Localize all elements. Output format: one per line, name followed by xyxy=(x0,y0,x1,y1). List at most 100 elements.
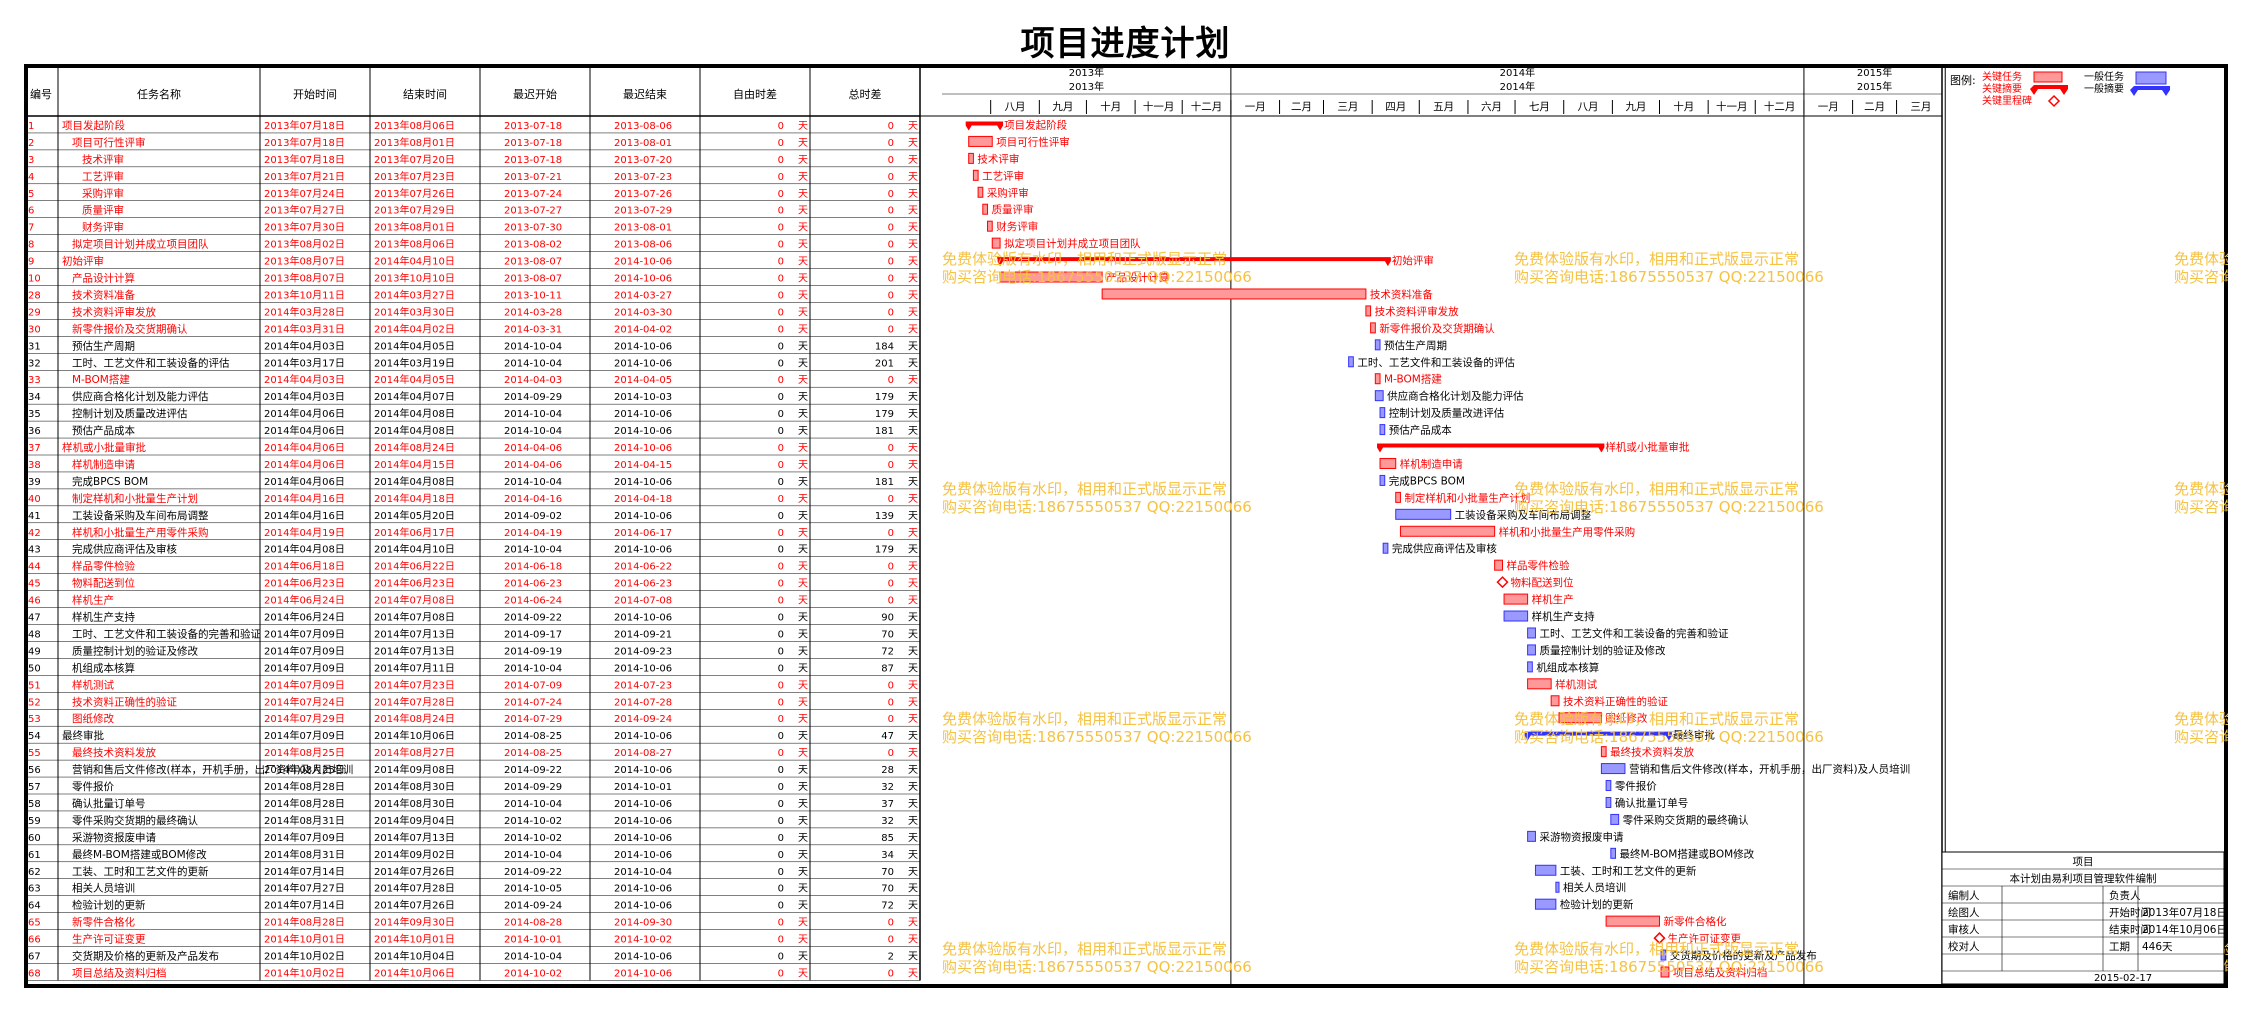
task-start: 2014年07月27日 xyxy=(264,882,345,895)
watermark-line: 免费体验版有水印，相用和正式版显示正常 xyxy=(942,710,1227,728)
task-id: 48 xyxy=(28,629,41,640)
task-free-float: 0 xyxy=(778,765,784,776)
year-label: 2013年 xyxy=(1069,80,1104,93)
task-end: 2014年07月28日 xyxy=(374,882,455,895)
float-unit: 天 xyxy=(798,714,808,725)
task-name: 检验计划的更新 xyxy=(72,899,146,912)
task-end: 2014年04月02日 xyxy=(374,322,455,335)
task-total-float: 0 xyxy=(888,172,894,183)
task-end: 2014年08月24日 xyxy=(374,441,455,454)
task-free-float: 0 xyxy=(778,545,784,556)
task-late-end: 2014-10-06 xyxy=(614,511,672,522)
task-late-end: 2014-10-06 xyxy=(614,884,672,895)
task-late-start: 2014-10-04 xyxy=(504,663,562,674)
task-total-float: 0 xyxy=(888,918,894,929)
task-start: 2013年08月07日 xyxy=(264,272,345,285)
task-late-end: 2014-10-06 xyxy=(614,799,672,810)
float-unit: 天 xyxy=(908,697,918,708)
gantt-sheet: 编号任务名称开始时间结束时间最迟开始最迟结束自由时差总时差2013年2013年2… xyxy=(24,64,2228,988)
bar-label: 工艺评审 xyxy=(982,169,1024,182)
float-unit: 天 xyxy=(908,968,918,979)
task-end: 2014年06月23日 xyxy=(374,577,455,590)
float-unit: 天 xyxy=(798,494,808,505)
task-id: 59 xyxy=(28,816,41,827)
task-bar xyxy=(1527,678,1552,690)
task-name: 质量评审 xyxy=(82,204,124,217)
task-bar xyxy=(972,169,979,181)
bar-label: 拟定项目计划并成立项目团队 xyxy=(1004,237,1141,250)
task-end: 2013年07月29日 xyxy=(374,204,455,217)
task-start: 2014年07月09日 xyxy=(264,729,345,742)
float-unit: 天 xyxy=(908,257,918,268)
month-label: 十二月 xyxy=(1764,100,1796,113)
task-id: 34 xyxy=(28,392,41,403)
task-name: 确认批量订单号 xyxy=(72,797,146,810)
task-start: 2014年04月06日 xyxy=(264,475,345,488)
task-name: 样机或小批量审批 xyxy=(62,441,146,454)
info-label: 负责人 xyxy=(2109,889,2141,902)
float-unit: 天 xyxy=(908,511,918,522)
task-end: 2014年04月08日 xyxy=(374,407,455,420)
task-name: 样机和小批量生产用零件采购 xyxy=(72,526,209,539)
task-bar xyxy=(977,186,984,198)
task-late-start: 2014-10-04 xyxy=(504,426,562,437)
legend-normal-task-swatch xyxy=(2135,71,2167,85)
legend-title: 图例: xyxy=(1950,73,1976,87)
float-unit: 天 xyxy=(798,918,808,929)
task-bar xyxy=(1555,881,1560,893)
task-late-end: 2013-07-23 xyxy=(614,172,672,183)
bar-label: 工时、工艺文件和工装设备的评估 xyxy=(1357,356,1515,369)
task-start: 2014年08月28日 xyxy=(264,797,345,810)
task-late-start: 2014-10-02 xyxy=(504,968,562,979)
float-unit: 天 xyxy=(908,545,918,556)
task-late-start: 2013-08-07 xyxy=(504,274,562,285)
float-unit: 天 xyxy=(798,545,808,556)
float-unit: 天 xyxy=(798,731,808,742)
task-name: 控制计划及质量改进评估 xyxy=(72,407,188,420)
task-start: 2013年07月30日 xyxy=(264,221,345,234)
watermark-line: 免费体验版有水印，相用和正式版显示正常 xyxy=(942,940,1227,958)
task-total-float: 181 xyxy=(875,477,894,488)
milestone-diamond-icon xyxy=(1496,576,1509,589)
task-late-start: 2014-10-04 xyxy=(504,850,562,861)
task-late-end: 2014-10-06 xyxy=(614,613,672,624)
task-bar xyxy=(1374,339,1381,351)
float-unit: 天 xyxy=(798,579,808,590)
float-unit: 天 xyxy=(798,358,808,369)
task-late-start: 2013-07-18 xyxy=(504,155,562,166)
task-name: 新零件报价及交货期确认 xyxy=(72,322,188,335)
float-unit: 天 xyxy=(798,596,808,607)
task-start: 2014年07月09日 xyxy=(264,661,345,674)
task-late-end: 2014-04-18 xyxy=(614,494,672,505)
task-name: 工艺评审 xyxy=(82,170,124,183)
task-id: 8 xyxy=(28,240,34,251)
task-start: 2013年08月02日 xyxy=(264,238,345,251)
info-project-value: 本计划由易利项目管理软件编制 xyxy=(2010,872,2157,885)
info-date: 2015-02-17 xyxy=(2094,973,2152,984)
task-free-float: 0 xyxy=(778,155,784,166)
column-header: 自由时差 xyxy=(733,87,777,101)
task-end: 2014年04月08日 xyxy=(374,424,455,437)
task-end: 2014年09月04日 xyxy=(374,814,455,827)
task-name: 物料配送到位 xyxy=(72,577,135,590)
float-unit: 天 xyxy=(798,680,808,691)
task-total-float: 184 xyxy=(875,341,894,352)
task-name: 供应商合格化计划及能力评估 xyxy=(72,390,209,403)
task-id: 51 xyxy=(28,680,41,691)
page-title: 项目进度计划 xyxy=(1020,24,1231,64)
info-label: 绘图人 xyxy=(1948,906,1980,919)
task-id: 40 xyxy=(28,494,41,505)
bar-label: 产品设计计算 xyxy=(1106,271,1169,284)
task-total-float: 70 xyxy=(881,629,894,640)
task-late-end: 2014-09-30 xyxy=(614,918,672,929)
task-free-float: 0 xyxy=(778,731,784,742)
bar-label: 生产许可证变更 xyxy=(1667,932,1741,945)
task-late-start: 2014-09-29 xyxy=(504,782,562,793)
task-end: 2014年10月06日 xyxy=(374,729,455,742)
task-free-float: 0 xyxy=(778,341,784,352)
task-late-start: 2014-10-04 xyxy=(504,341,562,352)
task-end: 2014年06月17日 xyxy=(374,526,455,539)
task-total-float: 0 xyxy=(888,121,894,132)
task-late-end: 2014-10-06 xyxy=(614,816,672,827)
task-end: 2014年03月30日 xyxy=(374,305,455,318)
